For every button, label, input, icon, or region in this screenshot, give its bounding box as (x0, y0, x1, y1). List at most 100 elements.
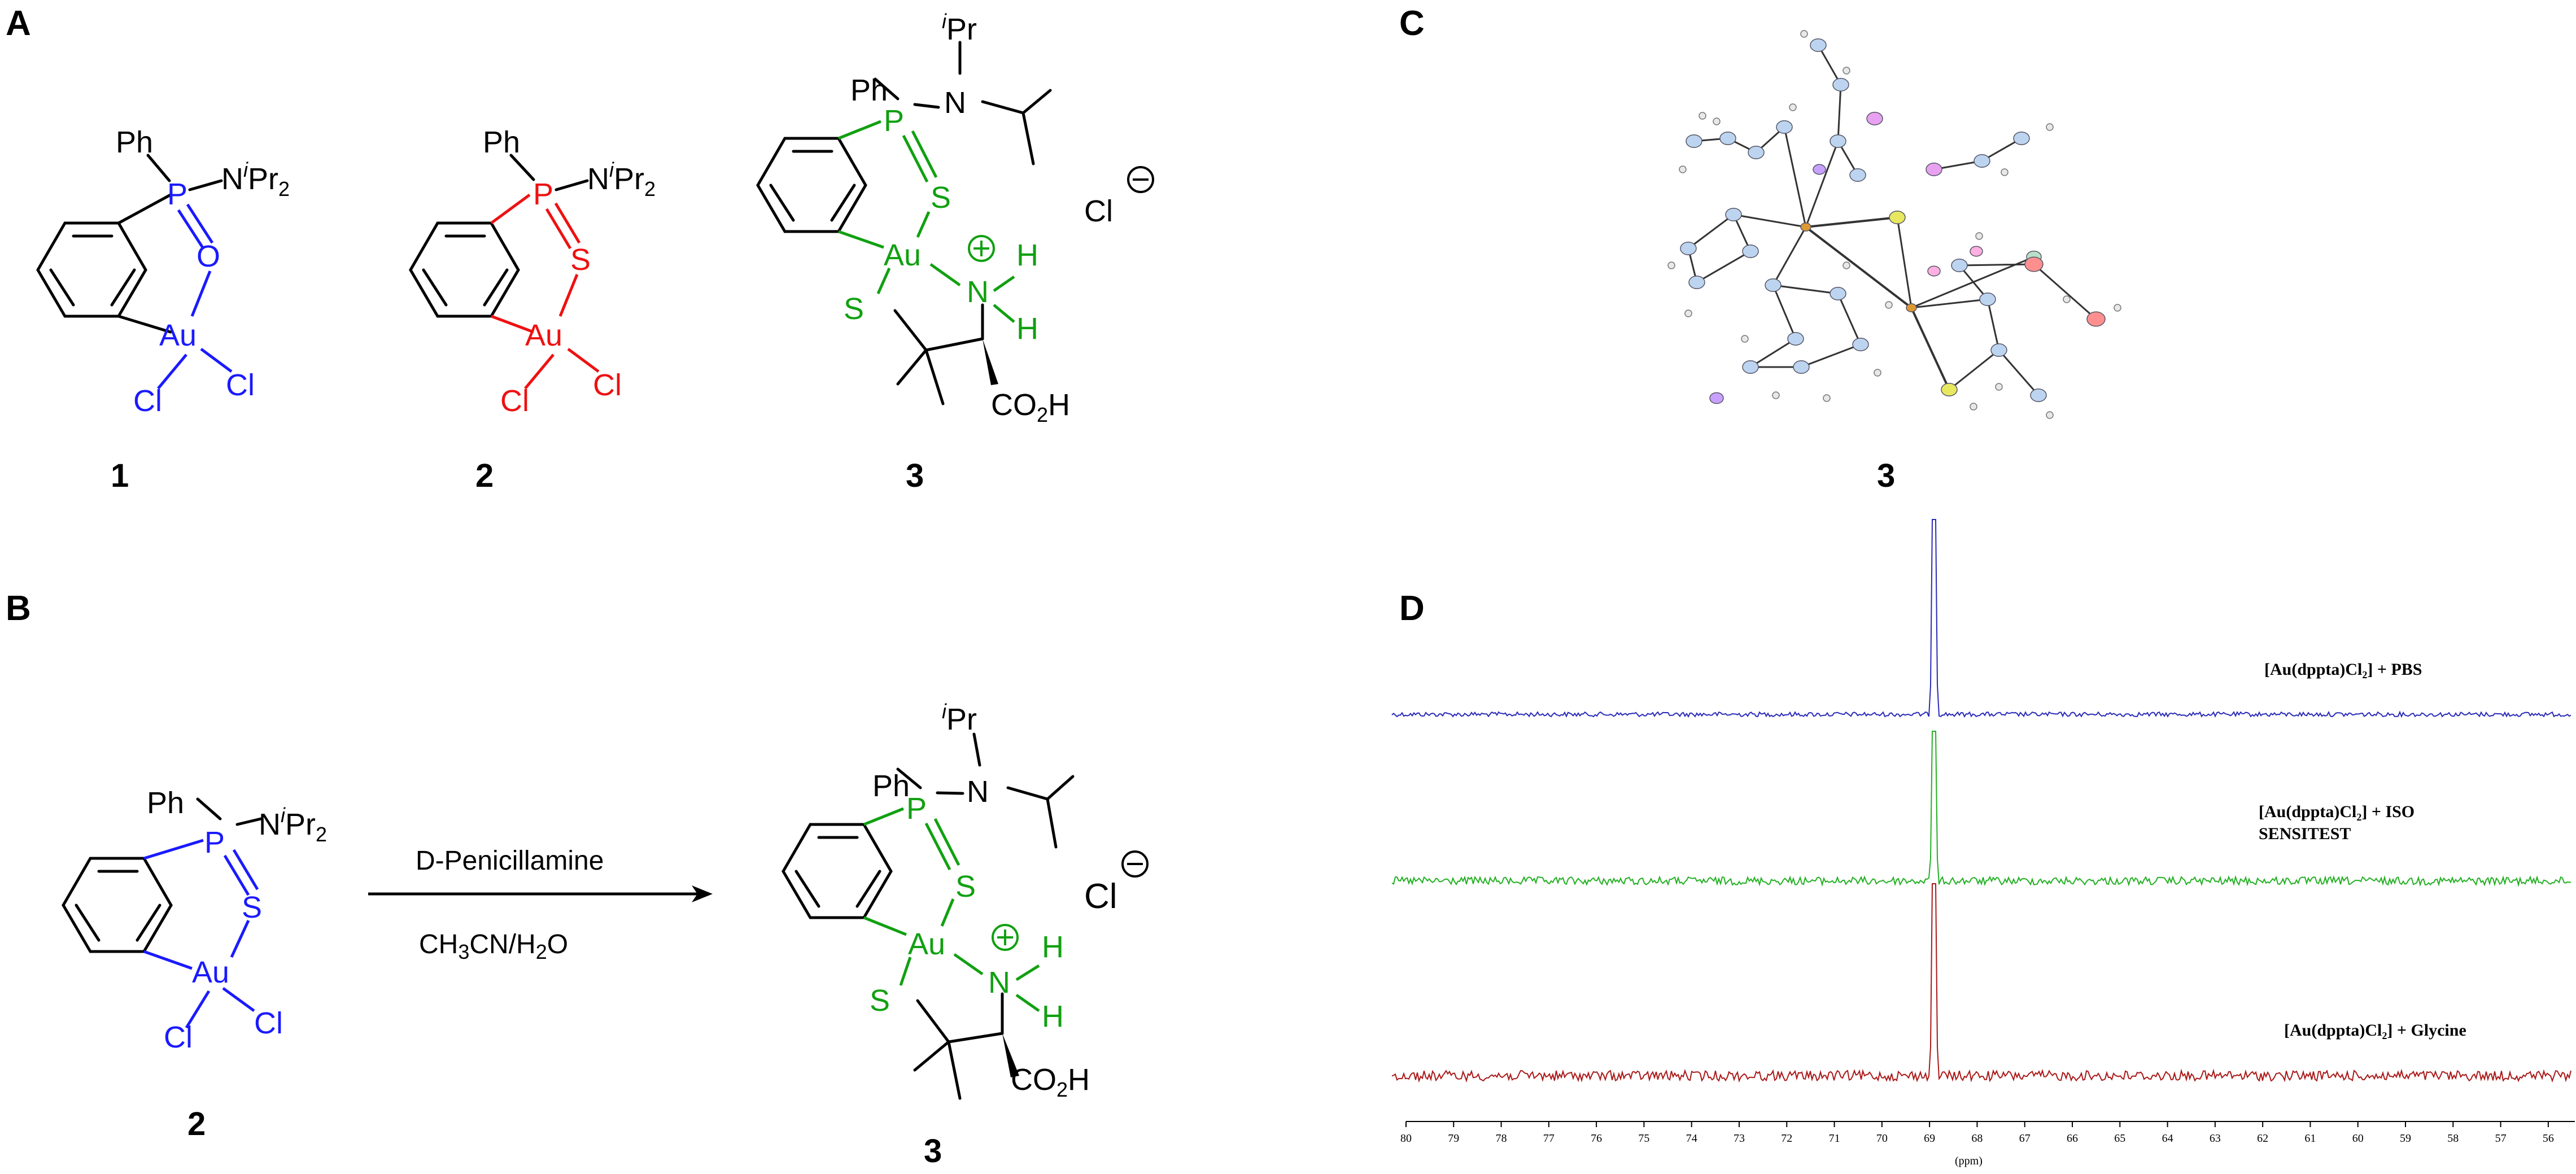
xray-atom (1970, 246, 1983, 257)
xray-atom (1951, 259, 1968, 272)
atom-p: P (906, 792, 927, 826)
xray-atom (2030, 389, 2047, 402)
xray-atom (1927, 265, 1941, 277)
xray-atom (2013, 132, 2030, 145)
svg-text:CO2H: CO2H (991, 388, 1070, 426)
atom-p: P (167, 177, 187, 211)
xray-hydrogen-atom (2046, 123, 2054, 131)
atom-n: N (988, 966, 1010, 1000)
xray-atom (1776, 120, 1793, 134)
cation-charge-icon (992, 924, 1019, 951)
compound-number-3b: 3 (924, 1133, 942, 1169)
xray-bond (1959, 263, 2034, 267)
svg-text:CO2H: CO2H (1011, 1063, 1090, 1101)
xray-atom (1688, 276, 1705, 289)
atom-h: H (1042, 930, 1064, 964)
atom-cl: Cl (1084, 877, 1117, 916)
nmr-tick-label: 61 (2304, 1132, 2316, 1145)
compound-number-1: 1 (111, 457, 129, 494)
xray-bond (1688, 213, 1734, 250)
cation-charge-icon (968, 235, 995, 262)
xray-bond (1837, 84, 1842, 142)
xray-atom (1889, 211, 1906, 224)
xray-hydrogen-atom (1772, 391, 1780, 399)
xray-compound-number: 3 (1877, 457, 1895, 494)
nmr-trace-pbs (1391, 519, 2571, 718)
xray-hydrogen-atom (2114, 304, 2121, 312)
nmr-tick-label: 68 (1971, 1132, 1983, 1145)
nmr-tick-label: 78 (1496, 1132, 1507, 1145)
nmr-tick-label: 70 (1876, 1132, 1888, 1145)
xray-hydrogen-atom (1667, 261, 1675, 269)
xray-atom (1793, 360, 1810, 374)
xray-bond (1949, 349, 1999, 391)
xray-bond (1696, 250, 1751, 283)
atom-cl: Cl (254, 1006, 283, 1040)
reactant-2-structure: Ph P NiPr2 S Au Cl Cl (62, 786, 327, 1054)
atom-n: N (944, 86, 966, 120)
xray-atom (1719, 132, 1736, 145)
xray-hydrogen-atom (1713, 117, 1721, 125)
xray-atom (1725, 208, 1742, 221)
xray-hydrogen-atom (1843, 67, 1850, 75)
xray-hydrogen-atom (2001, 168, 2009, 176)
xray-bond (1986, 299, 2000, 351)
nmr-tick-label: 56 (2543, 1132, 2554, 1145)
xray-bond (1750, 338, 1796, 368)
nmr-tick-label: 66 (2067, 1132, 2078, 1145)
xray-bond (1801, 343, 1861, 368)
xray-bond (1910, 307, 1950, 390)
xray-hydrogen-atom (2063, 295, 2071, 303)
nmr-tick-label: 59 (2400, 1132, 2411, 1145)
atom-p: P (884, 104, 904, 138)
atom-p: P (533, 177, 553, 211)
anion-charge-icon (1127, 166, 1154, 193)
atom-au: Au (908, 927, 945, 961)
xray-atom (1852, 338, 1869, 351)
xray-hydrogen-atom (1995, 383, 2003, 391)
xray-hydrogen-atom (1699, 112, 1706, 120)
xray-atom (1742, 360, 1759, 374)
atom-cl: Cl (1084, 194, 1113, 228)
product-3-structure: Ph P N iPr S Au S N H H CO2H Cl (781, 700, 1149, 1101)
panel-label-d: D (1399, 589, 1425, 628)
atom-au: Au (884, 238, 921, 272)
atom-au: Au (525, 318, 562, 352)
reaction-arrow (368, 885, 713, 902)
svg-text:NiPr2: NiPr2 (587, 158, 656, 200)
svg-text:iPr: iPr (942, 10, 977, 46)
atom-cl: Cl (593, 368, 622, 402)
atom-p: P (204, 826, 225, 859)
xray-hydrogen-atom (1885, 301, 1893, 309)
nmr-tick-label: 63 (2210, 1132, 2221, 1145)
atom-cl: Cl (133, 384, 162, 418)
xray-bond (2033, 263, 2097, 320)
xray-atom (2024, 256, 2044, 272)
reagent-label: D-Penicillamine (416, 846, 604, 876)
xray-atom (1748, 146, 1765, 159)
atom-ph: Ph (116, 125, 153, 159)
nmr-tick-label: 76 (1591, 1132, 1602, 1145)
xray-hydrogen-atom (1741, 335, 1749, 343)
atom-s: S (844, 292, 864, 326)
nmr-tick-label: 74 (1686, 1132, 1697, 1145)
nmr-label-glycine: [Au(dppta)Cl₂] + Glycine (2284, 1021, 2466, 1040)
nmr-tick-label: 65 (2114, 1132, 2125, 1145)
xray-bond (1998, 350, 2040, 396)
nmr-tick-label: 58 (2447, 1132, 2459, 1145)
xray-atom (1926, 163, 1942, 176)
xray-bond (1911, 298, 1988, 309)
xray-atom (1800, 222, 1811, 232)
atom-s: S (242, 891, 262, 924)
nmr-trace-isosensitest (1391, 731, 2571, 887)
nmr-label-iso: [Au(dppta)Cl₂] + ISO (2259, 802, 2415, 821)
nmr-trace-glycine (1391, 883, 2571, 1083)
xray-bond (1733, 213, 1806, 228)
xray-bond (1817, 45, 1842, 85)
panel-label-a: A (6, 4, 31, 43)
atom-h: H (1016, 312, 1038, 346)
xray-atom (1830, 134, 1846, 148)
nmr-tick-label: 64 (2162, 1132, 2173, 1145)
